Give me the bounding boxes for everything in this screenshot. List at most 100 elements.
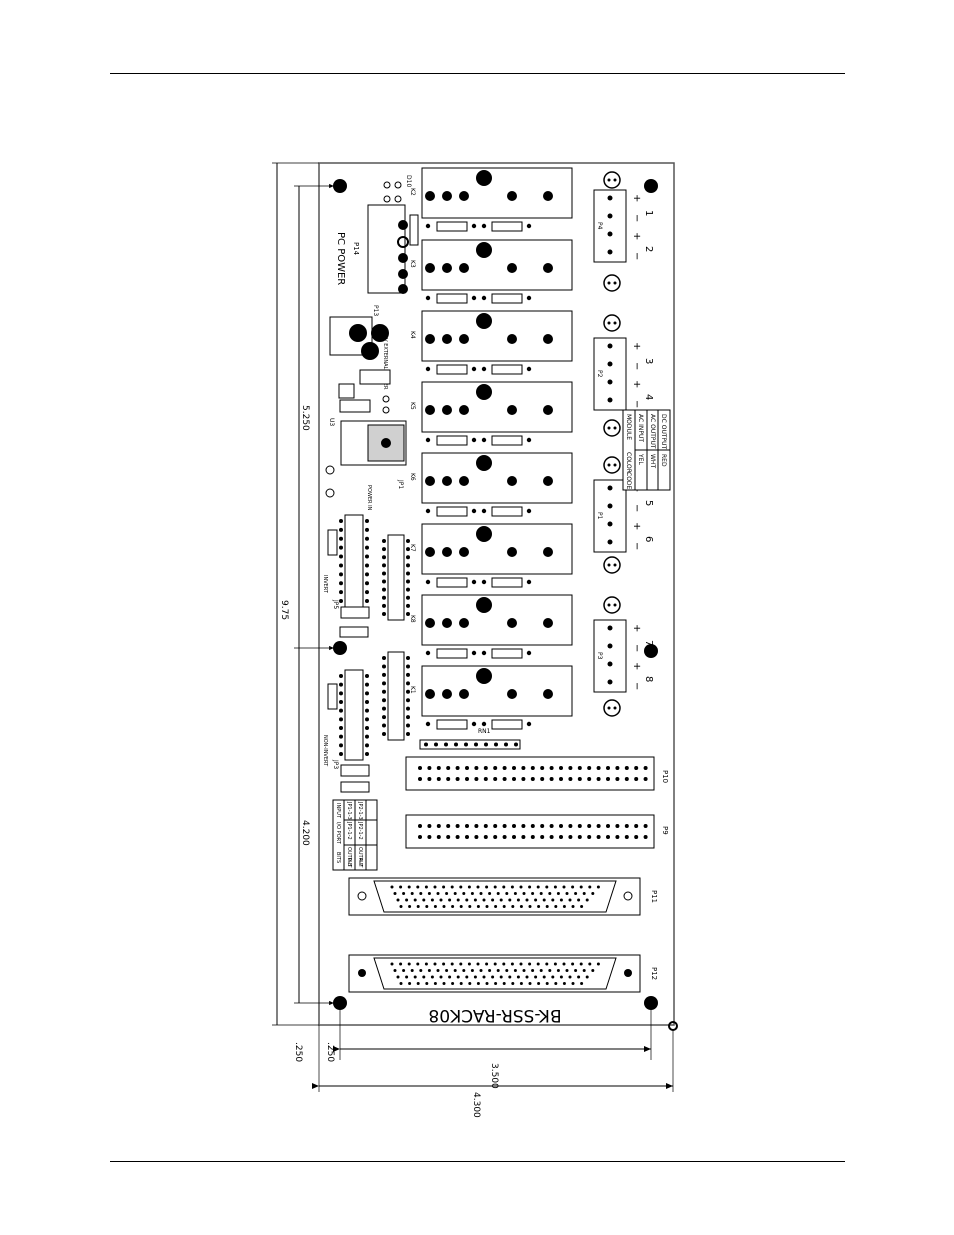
resistor-pad [471, 366, 477, 372]
led-pin [613, 178, 617, 182]
dim-height-lower: 4.200 [300, 820, 310, 846]
svg-text:OUTPUT: OUTPUT [346, 847, 352, 868]
ic-pin [382, 612, 386, 616]
dsub-pin [508, 898, 512, 902]
dsub-pin [519, 962, 523, 966]
dsub-pin [416, 962, 420, 966]
dsub-pin [424, 885, 428, 889]
terminal-sign: + [631, 194, 642, 202]
rn1-pin [464, 742, 468, 747]
dsub-pin [542, 898, 546, 902]
header-pin [615, 835, 620, 839]
dsub-pin [433, 885, 437, 889]
dsub-pin [459, 962, 463, 966]
dsub-pin [499, 975, 503, 979]
dsub-pin [554, 905, 558, 908]
dim-offset-left: .250 [293, 1042, 303, 1062]
module-label: K7 [409, 544, 416, 552]
dsub-pin [571, 962, 575, 966]
resistor [491, 221, 523, 232]
datum-point [668, 1021, 678, 1031]
dsub-pin [562, 885, 566, 889]
resistor [436, 506, 468, 517]
dsub-pin [416, 982, 420, 985]
header-pin [530, 835, 535, 839]
ic-pin [382, 595, 386, 600]
header-pin [540, 766, 545, 770]
dsub-pin [393, 969, 397, 972]
rn1-pin [474, 742, 478, 747]
ic-pin [382, 672, 386, 677]
terminal-block [593, 189, 627, 263]
dsub-pin [439, 975, 443, 979]
header-pin [455, 766, 460, 770]
header-pin [502, 766, 507, 770]
resistor-pad [526, 366, 532, 372]
dsub-pin [516, 975, 520, 979]
p12-label: P12 [650, 967, 658, 980]
dsub-pin [505, 892, 509, 895]
dsub-pin [491, 975, 495, 979]
ssr-pin [425, 618, 435, 628]
dsub-pin [476, 905, 480, 908]
ic-pin [406, 587, 410, 592]
dsub-pin [465, 898, 469, 902]
dsub-pin [528, 962, 532, 966]
ssr-pin [543, 618, 553, 628]
resistor [436, 221, 468, 232]
ic-socket [387, 651, 405, 741]
ic-pin [339, 674, 343, 678]
dsub-pin [465, 975, 469, 979]
p10-header [405, 756, 655, 791]
svg-text:AC INPUT: AC INPUT [637, 414, 644, 442]
dsub-pin [571, 885, 575, 889]
svg-text:YEL: YEL [637, 453, 644, 465]
dsub-pin [519, 905, 523, 908]
header-pin [483, 835, 488, 839]
resistor-pad [526, 295, 532, 301]
header-pin [559, 766, 563, 770]
header-pin [427, 766, 432, 770]
resistor-pad [425, 579, 431, 585]
dsub-pin [476, 982, 480, 985]
resistor [436, 293, 468, 304]
ssr-pin [476, 455, 492, 471]
dsub-pin [485, 962, 489, 966]
resistor [491, 435, 523, 446]
dsub-pin [488, 969, 492, 972]
ic-pin [406, 539, 410, 543]
dsub-pin [390, 962, 394, 966]
led-pin [607, 706, 611, 710]
resistor [491, 364, 523, 375]
ssr-pin [425, 334, 435, 344]
ic-pin [365, 581, 369, 586]
ic-pin [365, 743, 369, 748]
dsub-pin [559, 898, 563, 902]
resistor-pad [526, 721, 532, 727]
module-label: K4 [409, 331, 416, 339]
dsub-pin [528, 885, 532, 889]
header-pin [596, 777, 601, 781]
header-pin [540, 835, 545, 839]
invert-label: INVERT [322, 575, 328, 594]
terminal-label: P1 [596, 512, 603, 520]
header-pin [643, 835, 648, 839]
ic-pin [365, 752, 369, 756]
header-pin [521, 835, 526, 839]
svg-text:CODE: CODE [625, 472, 632, 490]
dsub-pin [468, 982, 472, 985]
header-pin [474, 766, 479, 770]
dsub-pin [568, 975, 572, 979]
dsub-pin [470, 969, 474, 972]
header-pin [587, 766, 592, 770]
dsub-pin [476, 885, 480, 889]
dsub-pin [402, 969, 406, 972]
terminal-pin [607, 379, 613, 385]
resistor [327, 529, 338, 556]
resistor-pad [526, 650, 532, 656]
header-pin [587, 835, 592, 839]
terminal-sign: − [631, 542, 642, 550]
dsub-pin [574, 969, 578, 972]
dsub-pin [553, 885, 557, 889]
ic-pin [382, 547, 386, 552]
